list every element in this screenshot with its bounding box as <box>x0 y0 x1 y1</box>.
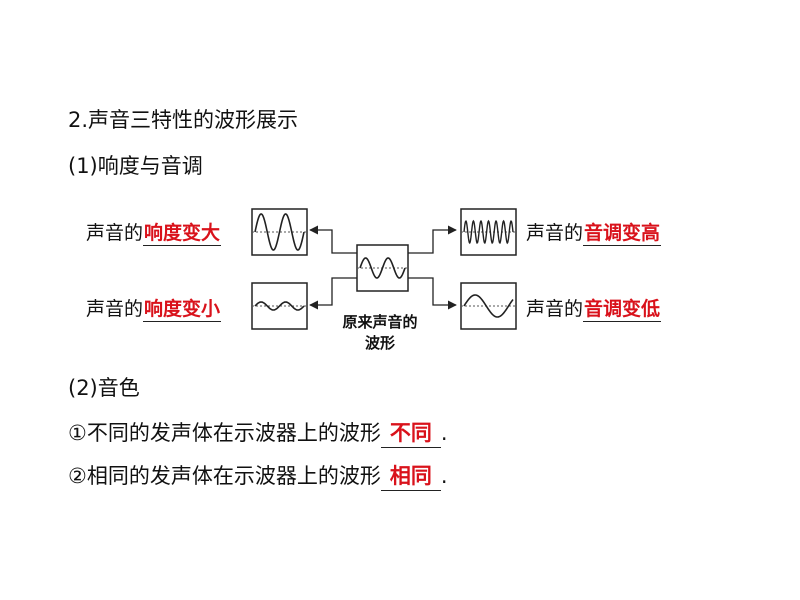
label-prefix: 声音的 <box>526 298 584 320</box>
question-text: ②相同的发声体在示波器上的波形 <box>68 464 381 488</box>
answer-higher-pitch: 音调变高 <box>583 218 662 246</box>
label-prefix: 声音的 <box>86 222 144 244</box>
connector-left-top <box>309 225 357 254</box>
section-heading: 2.声音三特性的波形展示 <box>68 108 299 132</box>
question-text: ①不同的发声体在示波器上的波形 <box>68 421 381 445</box>
waveform-louder <box>251 208 308 256</box>
question-same-source: ②相同的发声体在示波器上的波形相同. <box>68 460 448 491</box>
question-different-source: ①不同的发声体在示波器上的波形不同. <box>68 417 448 448</box>
label-prefix: 声音的 <box>86 298 144 320</box>
caption-line-1: 原来声音的 <box>342 313 418 331</box>
waveform-higher-pitch <box>460 208 517 256</box>
subsection-loudness-pitch: (1)响度与音调 <box>68 154 203 178</box>
subsection-timbre: (2)音色 <box>68 376 140 400</box>
label-left-top: 声音的响度变大 <box>86 218 222 246</box>
waveform-quieter <box>251 282 308 330</box>
waveform-original <box>356 244 409 292</box>
waveform-lower-pitch <box>460 282 517 330</box>
question-end: . <box>440 464 448 488</box>
caption-line-2: 波形 <box>364 334 395 352</box>
question-end: . <box>440 421 448 445</box>
original-wave-caption: 原来声音的 波形 <box>330 312 430 354</box>
answer-lower-pitch: 音调变低 <box>583 294 662 322</box>
label-left-bottom: 声音的响度变小 <box>86 294 222 322</box>
label-right-top: 声音的音调变高 <box>526 218 662 246</box>
answer-same: 相同 <box>380 460 441 491</box>
connector-left-bottom <box>309 277 357 310</box>
label-prefix: 声音的 <box>526 222 584 244</box>
answer-quieter: 响度变小 <box>143 294 222 322</box>
label-right-bottom: 声音的音调变低 <box>526 294 662 322</box>
connector-right-top <box>408 225 457 254</box>
answer-louder: 响度变大 <box>143 218 222 246</box>
answer-different: 不同 <box>380 417 441 448</box>
connector-right-bottom <box>408 277 457 310</box>
